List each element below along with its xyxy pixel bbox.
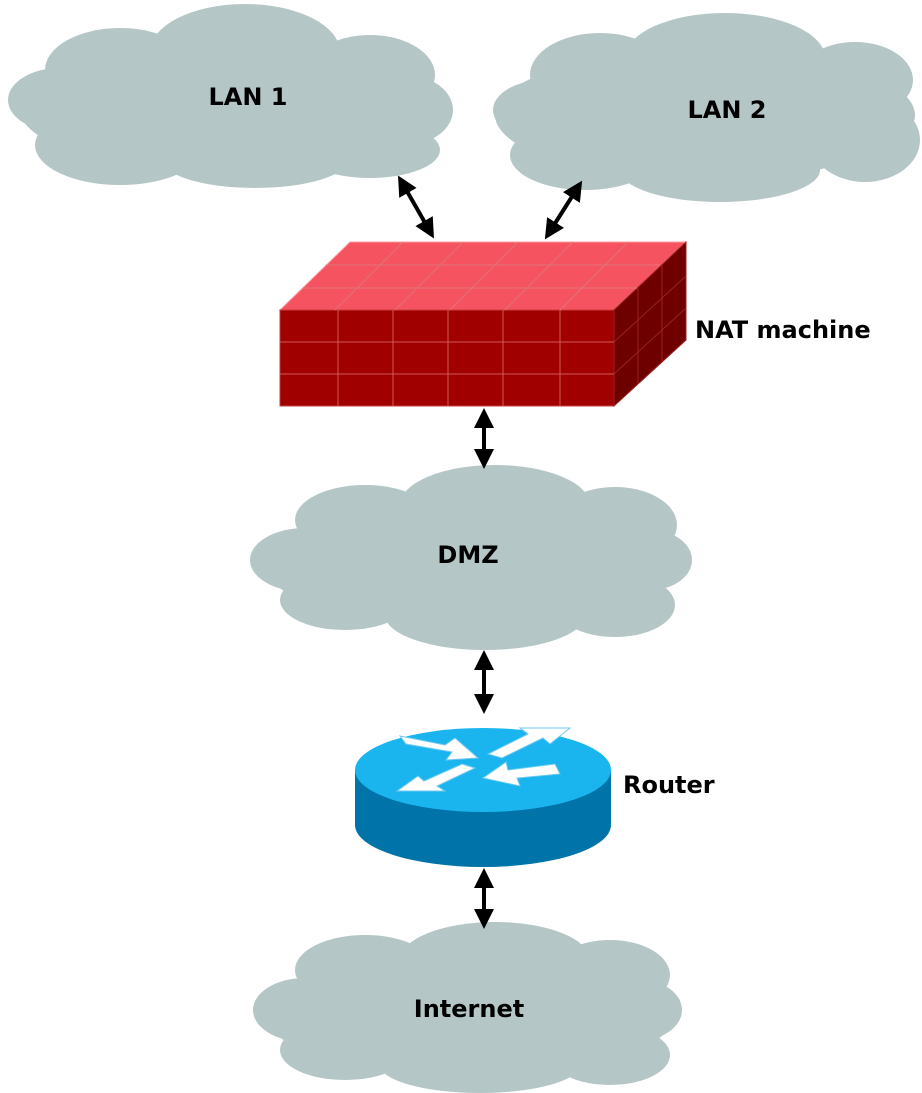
router-label: Router bbox=[623, 771, 715, 799]
nat-machine-firewall bbox=[278, 240, 688, 408]
lan1-cloud: LAN 1 bbox=[8, 4, 453, 188]
dmz-cloud: DMZ bbox=[250, 465, 692, 650]
dmz-label: DMZ bbox=[437, 541, 498, 569]
firewall-top-bricks bbox=[303, 241, 660, 311]
connections bbox=[398, 175, 583, 929]
router-icon bbox=[355, 727, 611, 867]
lan2-cloud: LAN 2 bbox=[493, 13, 920, 202]
firewall-front-bricks bbox=[280, 310, 614, 406]
arrow-lan2-nat bbox=[544, 180, 583, 240]
internet-label: Internet bbox=[414, 995, 524, 1023]
arrow-lan1-nat bbox=[398, 175, 434, 239]
firewall-side-bricks bbox=[613, 265, 687, 384]
lan1-label: LAN 1 bbox=[208, 83, 287, 111]
router-arrows bbox=[395, 727, 572, 792]
firewall-front-face bbox=[279, 309, 615, 407]
lan2-label: LAN 2 bbox=[687, 96, 766, 124]
internet-cloud: Internet bbox=[253, 922, 682, 1093]
nat-machine-label: NAT machine bbox=[695, 316, 871, 344]
router-top bbox=[355, 728, 611, 812]
